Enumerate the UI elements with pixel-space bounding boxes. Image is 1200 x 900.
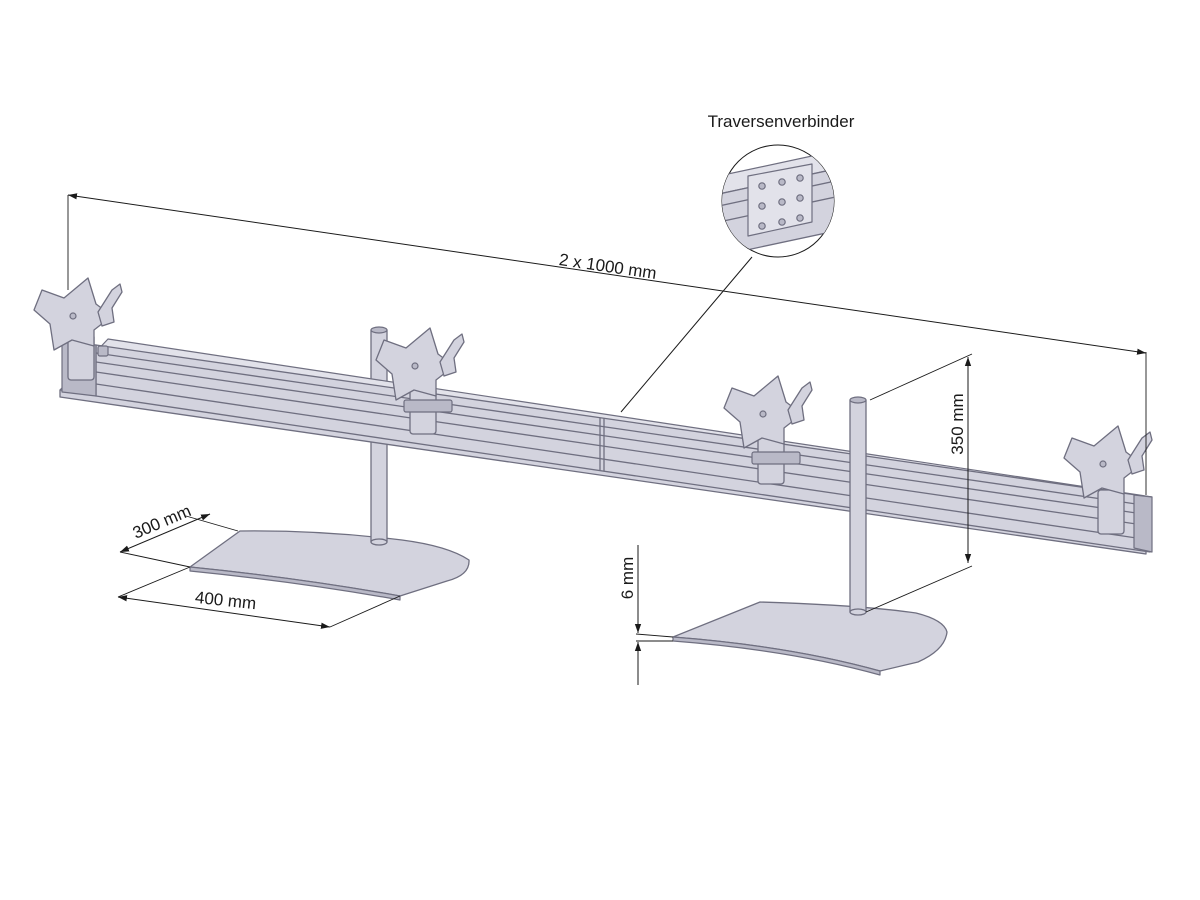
total-length-label: 2 x 1000 mm xyxy=(558,250,658,283)
callout-label: Traversenverbinder xyxy=(708,112,855,131)
height-label: 350 mm xyxy=(948,393,967,454)
pole-right xyxy=(849,396,867,616)
dimension-height: 350 mm xyxy=(865,353,973,613)
base-right xyxy=(672,601,948,676)
monitor-mount-3 xyxy=(723,375,813,485)
base-thickness-label: 6 mm xyxy=(618,557,637,600)
crossbar xyxy=(59,338,1153,555)
dimension-base-thickness: 6 mm xyxy=(618,545,674,685)
connector-detail-callout: Traversenverbinder xyxy=(620,112,855,413)
base-left xyxy=(189,530,470,601)
base-depth-label: 300 mm xyxy=(130,501,194,542)
